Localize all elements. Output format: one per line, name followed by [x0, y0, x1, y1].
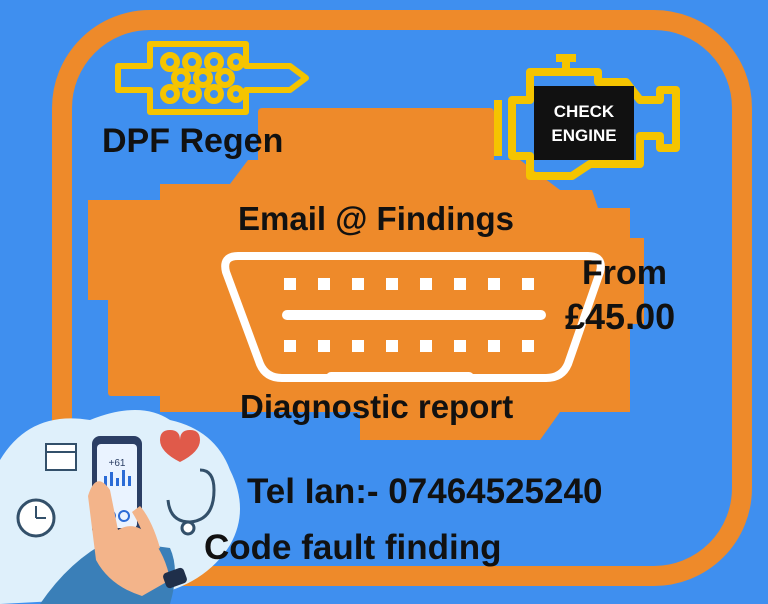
price-label: £45.00: [565, 296, 676, 337]
code-fault-finding-label: Code fault finding: [204, 528, 502, 567]
engine-silhouette-icon: [88, 108, 644, 440]
clock-icon: [16, 498, 56, 538]
check-engine-icon: CHECK ENGINE: [494, 54, 680, 180]
email-findings-label: Email @ Findings: [238, 200, 515, 237]
dpf-filter-icon: [115, 41, 309, 115]
rounded-frame: [52, 10, 752, 586]
check-engine-line1: CHECK: [554, 102, 615, 121]
calendar-icon: [45, 443, 77, 471]
obd-connector-icon: [221, 252, 605, 382]
dpf-regen-label: DPF Regen: [102, 122, 284, 160]
check-engine-line2: ENGINE: [551, 126, 616, 145]
stethoscope-icon: [166, 468, 216, 536]
phone-number-label: Tel Ian:- 07464525240: [247, 472, 603, 511]
phone-illustration: +61: [0, 410, 240, 604]
phone-reading: +61: [109, 458, 126, 469]
diagnostic-report-label: Diagnostic report: [240, 388, 514, 425]
heart-icon: [160, 430, 200, 462]
from-label: From: [582, 254, 667, 292]
